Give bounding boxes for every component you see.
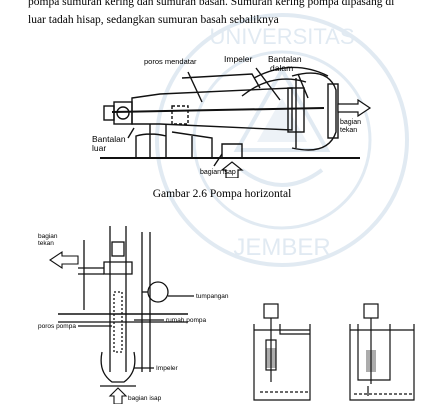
label-bantalan-dalam: Bantalan bbox=[268, 54, 302, 64]
paragraph-line-2: luar tadah hisap, sedangkan sumuran basa… bbox=[28, 14, 279, 26]
vertical-pump-figure: bagian tekan tumpangan rumah pompa poros… bbox=[38, 226, 229, 404]
svg-text:luar: luar bbox=[92, 143, 106, 153]
university-watermark: UNIVERSITAS JEMBER bbox=[155, 13, 409, 267]
label-vertical-bagian-tekan: bagian bbox=[38, 233, 58, 240]
svg-text:JEMBER: JEMBER bbox=[233, 234, 330, 261]
label-vertical-impeler: Impeler bbox=[156, 365, 179, 372]
label-bantalan-luar: Bantalan bbox=[92, 134, 126, 144]
label-bagian-isap: bagian isap bbox=[200, 169, 236, 176]
svg-text:UNIVERSITAS: UNIVERSITAS bbox=[209, 24, 354, 49]
figure-caption: Gambar 2.6 Pompa horizontal bbox=[152, 188, 292, 200]
label-vertical-bagian-isap: bagian isap bbox=[128, 395, 162, 402]
svg-text:dalam: dalam bbox=[270, 63, 293, 73]
label-impeler: Impeler bbox=[224, 54, 253, 64]
label-poros-pompa: poros pompa bbox=[38, 323, 76, 330]
svg-text:tekan: tekan bbox=[38, 240, 54, 247]
label-rumah-pompa: rumah pompa bbox=[166, 317, 206, 324]
paragraph-line-1: pompa sumuran kering dan sumuran basah. … bbox=[28, 0, 395, 8]
label-poros-mendatar: poros mendatar bbox=[144, 57, 197, 66]
svg-text:tekan: tekan bbox=[340, 127, 357, 134]
label-tumpangan: tumpangan bbox=[196, 293, 229, 300]
sump-pump-figures bbox=[253, 303, 415, 401]
horizontal-pump-figure: poros mendatar Impeler Bantalan dalam Ba… bbox=[92, 54, 372, 178]
label-bagian-tekan: bagian bbox=[340, 119, 361, 126]
